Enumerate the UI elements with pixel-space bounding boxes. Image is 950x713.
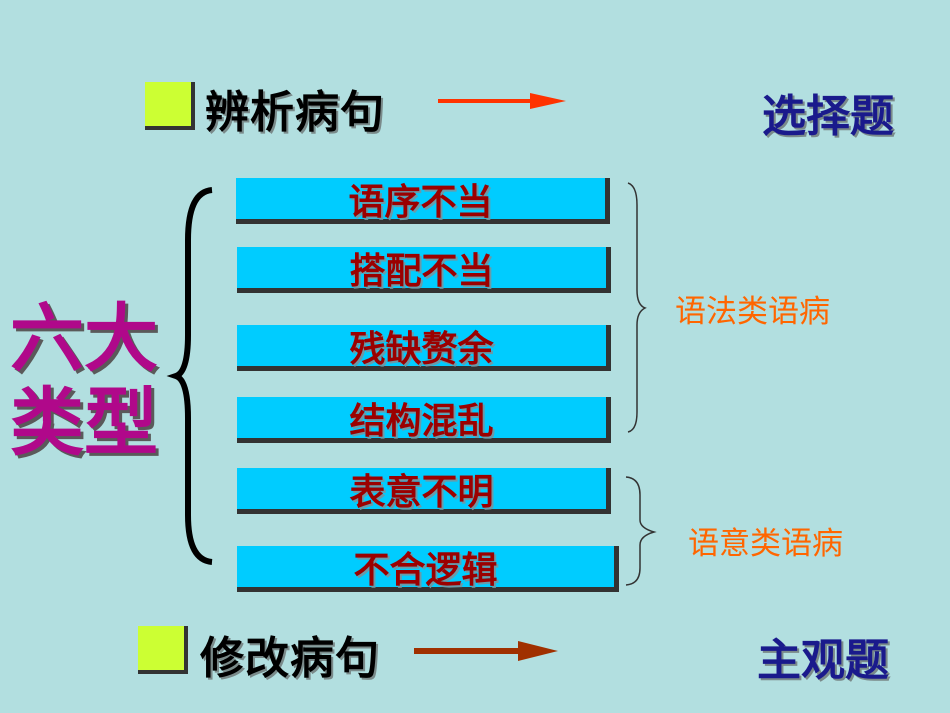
left-brace-icon (166, 187, 213, 565)
type-box: 搭配不当 (237, 247, 611, 293)
type-box: 结构混乱 (237, 397, 611, 443)
bullet-square-icon (138, 626, 188, 674)
bottom-row-result: 主观题 (757, 635, 889, 686)
right-brace-icon (625, 476, 657, 586)
main-label-line2: 类型 (10, 380, 158, 466)
bullet-square-icon (145, 82, 195, 130)
main-label-line1: 六大 (10, 296, 158, 382)
category-label-meaning: 语意类语病 (688, 526, 843, 562)
arrow-right-icon (414, 641, 558, 661)
top-row-label: 辨析病句 (205, 87, 385, 138)
type-box: 表意不明 (237, 468, 611, 514)
top-row-result: 选择题 (762, 91, 894, 142)
category-label-grammar: 语法类语病 (675, 294, 830, 330)
arrow-right-icon (438, 93, 566, 109)
type-box: 残缺赘余 (237, 325, 611, 371)
right-brace-icon (627, 182, 647, 433)
bottom-row-label: 修改病句 (200, 633, 380, 684)
type-box: 不合逻辑 (237, 546, 619, 592)
type-box: 语序不当 (236, 178, 610, 224)
